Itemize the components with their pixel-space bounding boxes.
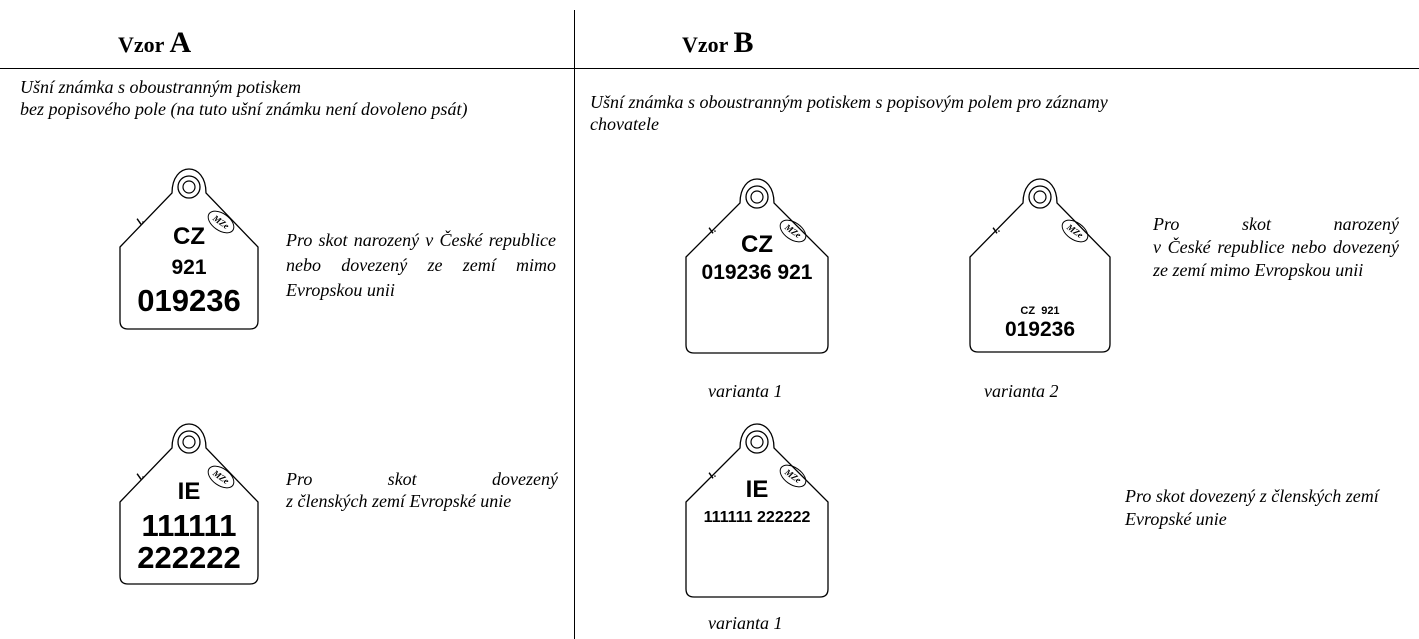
ear-tag-country: IE: [177, 478, 201, 505]
ear-tag-outline: [969, 178, 1111, 353]
ear-tag-outline: [119, 423, 259, 585]
header-divider: [0, 68, 1419, 69]
ear-tag-small: CZ 921: [1020, 305, 1060, 317]
ear-tag-b-cz-v1: I. MZe CZ 019236 921: [685, 175, 829, 354]
ear-tag-number: 111111 222222: [703, 509, 811, 526]
ear-tag-line3: 019236: [137, 283, 241, 318]
panel-b-text-1-line1: Pro skot narozený: [1153, 214, 1399, 234]
panel-a-text-2-line1: Pro skot dovezený: [286, 469, 558, 489]
ear-tag-country: IE: [745, 476, 769, 503]
header-vzor-b-letter: B: [733, 26, 754, 59]
panel-a-description-line2: bez popisového pole (na tuto ušní známku…: [20, 99, 468, 119]
ear-tag-number: 019236 921: [701, 261, 813, 284]
header-vzor-a: Vzor A: [118, 26, 191, 60]
panel-a-description: Ušní známka s oboustranným potiskem bez …: [20, 76, 560, 120]
ear-tag-number: 019236: [1004, 318, 1076, 341]
ear-tag-line2: 921: [171, 256, 207, 279]
ear-tag-outline: [685, 423, 829, 598]
panel-b-text-2: Pro skot dovezený z členských zemí Evrop…: [1125, 486, 1379, 529]
ear-tag-b-ie: I. MZe IE 111111 222222: [685, 420, 829, 598]
caption-variant-1-ie: varianta 1: [708, 613, 783, 633]
ear-tag-a-ie: I. MZe IE 111111 222222: [119, 420, 259, 585]
panel-a-text-2: Pro skot dovezený z členských zemí Evrop…: [286, 468, 558, 512]
panel-a-text-2-rest: z členských zemí Evropské unie: [286, 491, 512, 511]
ear-tag-outline: [685, 178, 829, 354]
header-vzor-b: Vzor B: [682, 26, 754, 60]
ear-tag-b-cz-v2: I. MZe CZ 921 019236: [969, 175, 1111, 353]
ear-tag-a-cz: I. MZe CZ 921 019236: [119, 165, 259, 330]
caption-variant-1: varianta 1: [708, 381, 783, 401]
panel-b-description: Ušní známka s oboustranným potiskem s po…: [590, 92, 1108, 134]
ear-tag-line3: 222222: [137, 540, 241, 575]
header-vzor-a-prefix: Vzor: [118, 32, 170, 57]
panel-b-text-1: Pro skot narozený v České republice nebo…: [1153, 213, 1399, 282]
panel-a-description-line1: Ušní známka s oboustranným potiskem: [20, 77, 301, 97]
ear-tag-outline: [119, 168, 259, 330]
ear-tag-country: CZ: [173, 223, 205, 250]
ear-tag-line2: 111111: [141, 508, 237, 543]
ear-tag-country: CZ: [741, 231, 773, 258]
header-vzor-a-letter: A: [169, 26, 192, 59]
panel-b-text-1-rest: v České republice nebo dovezený ze zemí …: [1153, 237, 1399, 280]
header-vzor-b-prefix: Vzor: [682, 32, 734, 57]
panel-a-text-1: Pro skot narozený v České republice nebo…: [286, 230, 556, 300]
column-divider: [574, 10, 575, 639]
caption-variant-2: varianta 2: [984, 381, 1059, 401]
